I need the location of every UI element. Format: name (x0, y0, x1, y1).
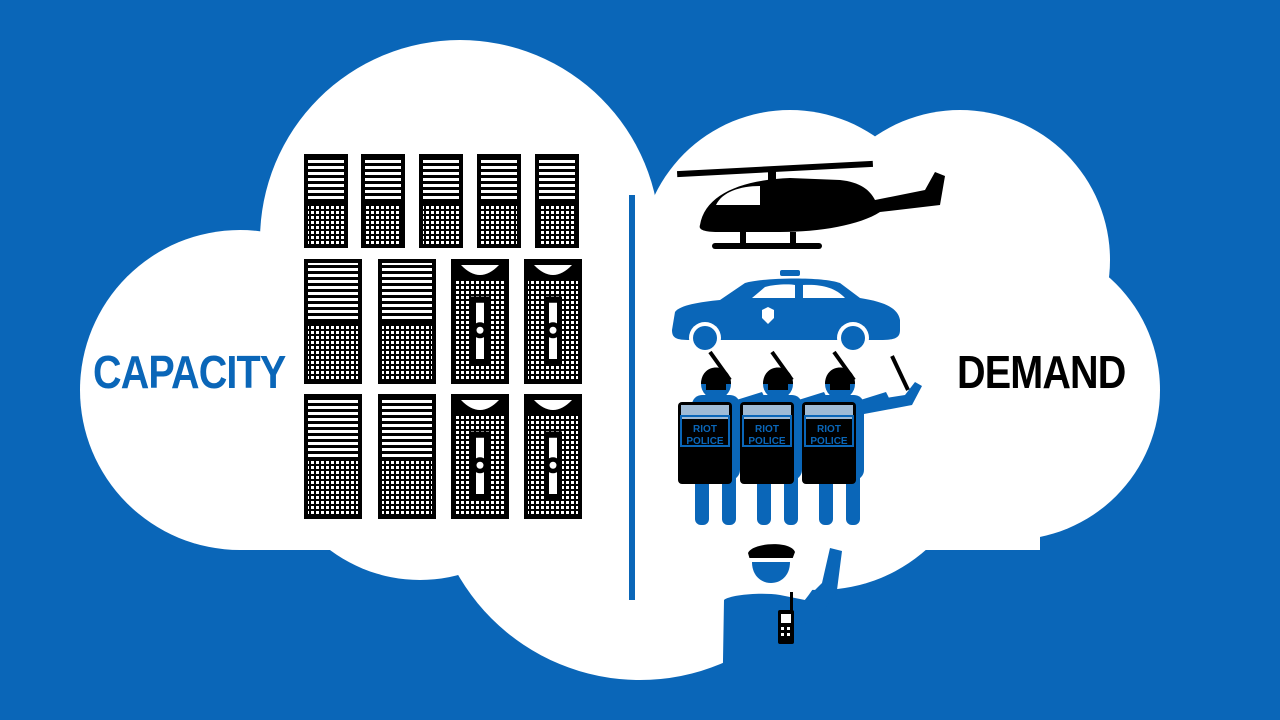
server-rack-icon (304, 259, 362, 384)
server-rack-icon (535, 154, 579, 248)
server-racks (304, 154, 582, 519)
server-rack-icon (304, 154, 348, 248)
divider-line (629, 195, 635, 600)
server-rack-icon (361, 154, 405, 248)
helicopter-icon (676, 160, 945, 249)
police-car-icon (672, 270, 900, 354)
server-rack-icon (451, 259, 509, 384)
shield-label-line1: RIOT (817, 424, 841, 435)
demand-label: DEMAND (957, 346, 1126, 398)
capacity-label: CAPACITY (93, 346, 286, 398)
shield-label-line1: RIOT (755, 424, 779, 435)
shield-label-line1: RIOT (693, 424, 717, 435)
police-officer-icon (722, 544, 842, 720)
server-rack-icon (419, 154, 463, 248)
server-rack-icon (477, 154, 521, 248)
shield-label-line2: POLICE (748, 436, 786, 447)
server-rack-icon (524, 394, 582, 519)
server-rack-icon (304, 394, 362, 519)
server-rack-icon (378, 394, 436, 519)
shield-label-line2: POLICE (686, 436, 724, 447)
shield-label-line2: POLICE (810, 436, 848, 447)
server-rack-icon (378, 259, 436, 384)
server-rack-icon (524, 259, 582, 384)
server-rack-icon (451, 394, 509, 519)
